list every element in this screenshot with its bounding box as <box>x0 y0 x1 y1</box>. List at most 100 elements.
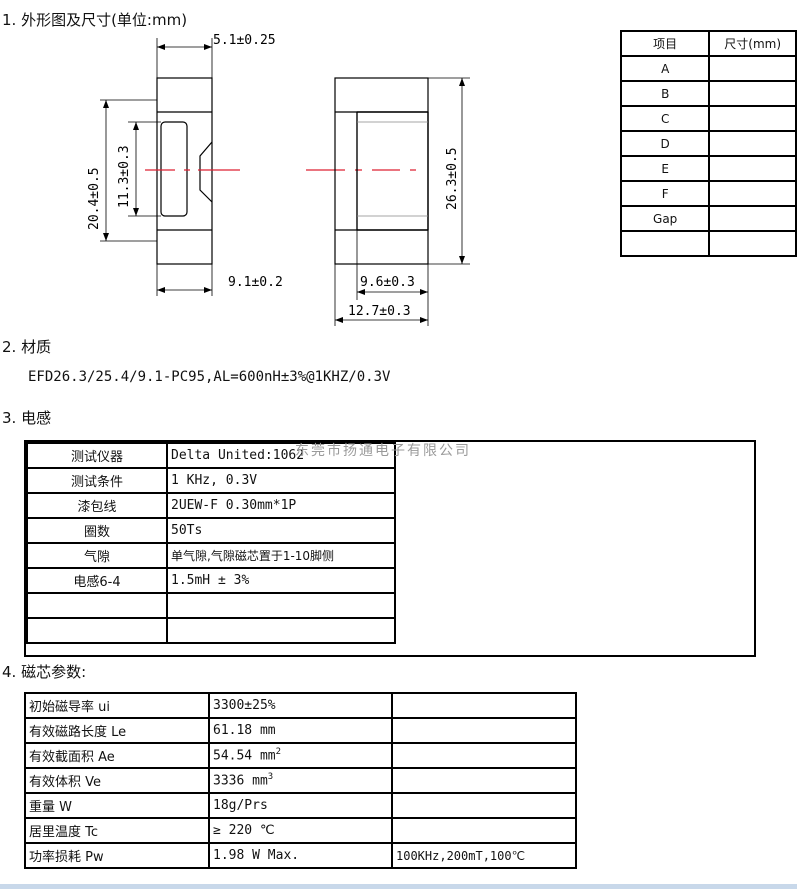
item-cell: B <box>619 80 711 107</box>
param-value: 3336 mm <box>213 773 268 789</box>
dimension-table: 项目 尺寸(mm) A B C D E F Gap <box>619 30 797 257</box>
param-key: 功率损耗 Pw <box>24 842 210 869</box>
table-row: D <box>619 130 797 157</box>
dim-bottom-outer-text: 12.7±0.3 <box>348 304 411 319</box>
param-value: 18g/Prs <box>208 792 393 819</box>
param-note <box>391 717 577 744</box>
dimension-table-header: 项目 尺寸(mm) <box>619 30 797 57</box>
param-value: 54.54 mm <box>213 748 276 764</box>
param-key: 有效截面积 Ae <box>24 742 210 769</box>
param-value: 3300±25% <box>208 692 393 719</box>
param-key: 重量 W <box>24 792 210 819</box>
size-cell <box>708 130 797 157</box>
item-cell: F <box>619 180 711 207</box>
dim-right-text: 26.3±0.5 <box>445 147 460 210</box>
page-bottom-divider <box>0 884 797 889</box>
unit-exponent: 2 <box>275 747 282 758</box>
table-row: C <box>619 105 797 132</box>
param-key: 气隙 <box>26 542 168 569</box>
section-2-title: 2. 材质 <box>2 338 52 356</box>
param-note <box>391 692 577 719</box>
table-row: Gap <box>619 205 797 232</box>
table-row <box>26 617 396 644</box>
dim-bottom-left-text: 9.1±0.2 <box>228 275 283 290</box>
param-value: 2UEW-F 0.30mm*1P <box>166 492 396 519</box>
param-value: 61.18 mm <box>208 717 393 744</box>
dim-bottom-inner-text: 9.6±0.3 <box>360 275 415 290</box>
param-key: 有效磁路长度 Le <box>24 717 210 744</box>
param-note: 100KHz,200mT,100℃ <box>391 842 577 869</box>
table-row: B <box>619 80 797 107</box>
size-cell <box>708 205 797 232</box>
table-row: F <box>619 180 797 207</box>
material-spec: EFD26.3/25.4/9.1-PC95,AL=600nH±3%@1KHZ/0… <box>28 369 391 385</box>
size-cell <box>708 55 797 82</box>
dim-left-inner-text: 11.3±0.3 <box>117 145 132 208</box>
param-value: Delta United:1062 <box>166 442 396 469</box>
section-3-title: 3. 电感 <box>2 409 52 427</box>
dim-top-text: 5.1±0.25 <box>213 33 276 48</box>
param-value: 1.98 W Max. <box>208 842 393 869</box>
param-key: 测试仪器 <box>26 442 168 469</box>
unit-exponent: 3 <box>267 772 274 783</box>
item-cell: E <box>619 155 711 182</box>
param-note <box>391 817 577 844</box>
center-leg-outline <box>160 121 188 217</box>
size-cell <box>708 180 797 207</box>
section-4-title: 4. 磁芯参数: <box>2 663 87 681</box>
table-row: A <box>619 55 797 82</box>
param-key: 初始磁导率 ui <box>24 692 210 719</box>
param-note <box>391 742 577 769</box>
item-cell: C <box>619 105 711 132</box>
param-value-cell: 3336 mm3 <box>208 767 393 794</box>
table-row <box>619 230 797 257</box>
param-key <box>26 617 168 644</box>
param-note <box>391 767 577 794</box>
param-value: 50Ts <box>166 517 396 544</box>
table-row: E <box>619 155 797 182</box>
param-key <box>26 592 168 619</box>
param-note <box>391 792 577 819</box>
header-size: 尺寸(mm) <box>708 30 797 57</box>
section-1-title: 1. 外形图及尺寸(单位:mm) <box>2 11 188 29</box>
core-dimension-drawing: 5.1±0.25 20.4±0.5 11.3±0.3 9.1±0.2 26.3±… <box>87 33 470 326</box>
item-cell: D <box>619 130 711 157</box>
table-row: 居里温度 Tc≥ 220 ℃ <box>24 817 577 844</box>
item-cell <box>619 230 711 257</box>
param-key: 有效体积 Ve <box>24 767 210 794</box>
param-key: 漆包线 <box>26 492 168 519</box>
param-value: 1.5mH ± 3% <box>166 567 396 594</box>
company-watermark: 东莞市扬通电子有限公司 <box>295 443 471 459</box>
param-value: 1 KHz, 0.3V <box>166 467 396 494</box>
item-cell: A <box>619 55 711 82</box>
param-key: 居里温度 Tc <box>24 817 210 844</box>
size-cell <box>708 155 797 182</box>
table-row <box>26 592 396 619</box>
size-cell <box>708 105 797 132</box>
dim-left-outer-text: 20.4±0.5 <box>87 167 102 230</box>
item-cell: Gap <box>619 205 711 232</box>
param-key: 测试条件 <box>26 467 168 494</box>
size-cell <box>708 80 797 107</box>
param-value-cell: 54.54 mm2 <box>208 742 393 769</box>
table-row: 气隙单气隙,气隙磁芯置于1-10脚侧 <box>26 542 396 569</box>
param-value: ≥ 220 ℃ <box>208 817 393 844</box>
param-value <box>166 592 396 619</box>
header-item: 项目 <box>619 30 711 57</box>
param-key: 圈数 <box>26 517 168 544</box>
size-cell <box>708 230 797 257</box>
param-key: 电感6-4 <box>26 567 168 594</box>
